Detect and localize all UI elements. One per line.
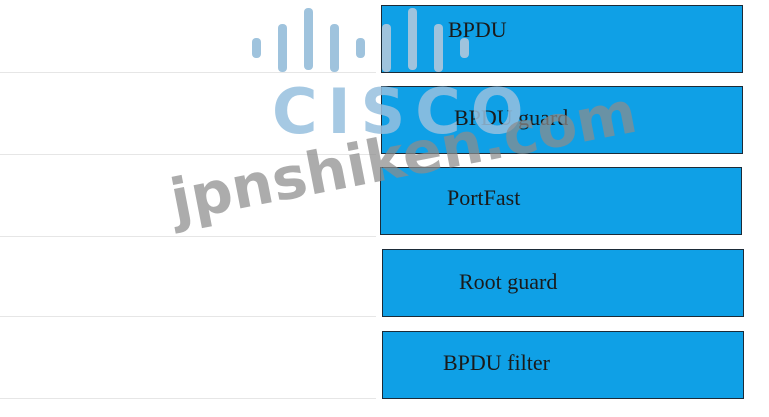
- tile-label: PortFast: [447, 185, 521, 210]
- drop-slot-5[interactable]: [0, 322, 376, 399]
- drop-slot-4[interactable]: [0, 242, 376, 317]
- answer-tile-root-guard[interactable]: Root guard: [382, 249, 744, 317]
- drop-slot-2[interactable]: [0, 80, 376, 155]
- drop-slot-3[interactable]: [0, 160, 376, 237]
- tile-label: Root guard: [459, 269, 558, 294]
- tile-label: BPDU filter: [443, 350, 550, 375]
- answer-tile-bpdu-filter[interactable]: BPDU filter: [382, 331, 744, 399]
- tile-label: BPDU guard: [454, 105, 569, 130]
- answer-tile-bpdu[interactable]: BPDU: [381, 5, 743, 73]
- answer-tile-bpdu-guard[interactable]: BPDU guard: [381, 86, 743, 154]
- answer-tile-portfast[interactable]: PortFast: [380, 167, 742, 235]
- tile-label: BPDU: [448, 17, 507, 42]
- drop-slot-1[interactable]: [0, 0, 376, 73]
